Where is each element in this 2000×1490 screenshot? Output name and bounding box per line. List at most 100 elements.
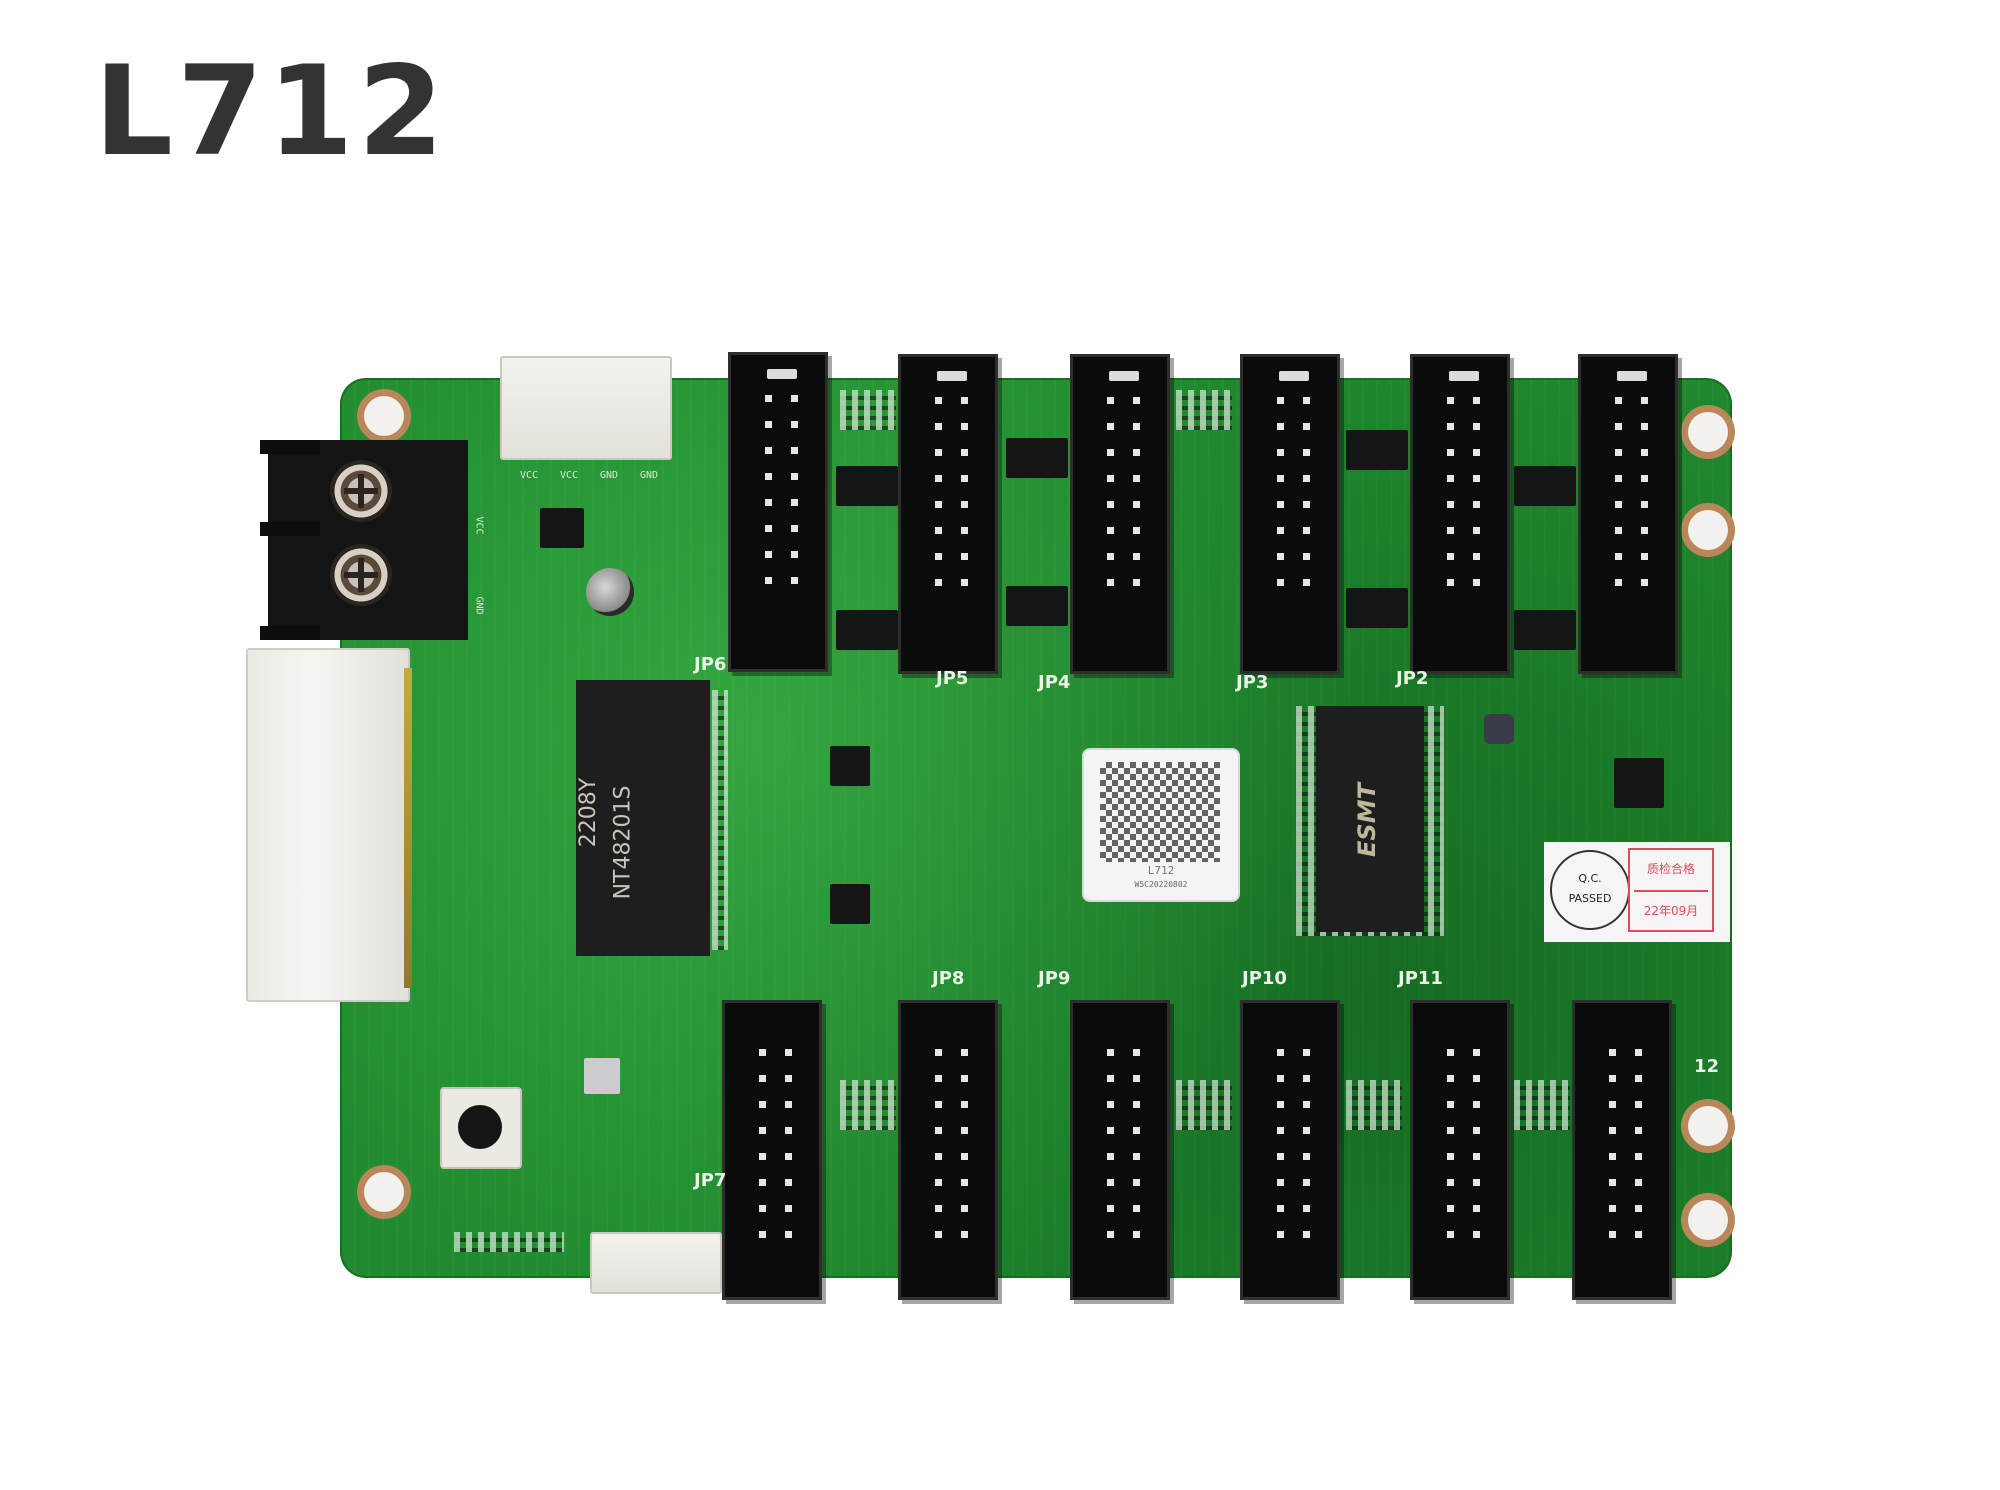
bottom-header-3[interactable] bbox=[1070, 1000, 1170, 1300]
top-header-2[interactable] bbox=[898, 354, 998, 674]
mounting-hole-right-3 bbox=[1688, 1106, 1728, 1146]
header-pin bbox=[1635, 1179, 1642, 1186]
header-pin bbox=[1303, 1101, 1310, 1108]
header-pin bbox=[961, 449, 968, 456]
label-jp10: JP10 bbox=[1242, 968, 1287, 989]
small-ic-right-2 bbox=[1614, 758, 1664, 808]
header-pin bbox=[759, 1231, 766, 1238]
smd-array bbox=[1514, 1080, 1570, 1130]
top-header-4[interactable] bbox=[1240, 354, 1340, 674]
electrolytic-capacitor bbox=[586, 568, 634, 616]
header-pin bbox=[1641, 449, 1648, 456]
header-pin bbox=[1615, 449, 1622, 456]
qr-serial: W5C20220802 bbox=[1134, 880, 1188, 889]
bottom-header-2[interactable] bbox=[898, 1000, 998, 1300]
header-pin bbox=[935, 449, 942, 456]
buffer-ic bbox=[1346, 588, 1408, 628]
top-header-6[interactable] bbox=[1578, 354, 1678, 674]
header-pin bbox=[1277, 579, 1284, 586]
header-pin bbox=[1303, 423, 1310, 430]
header-pin bbox=[1277, 475, 1284, 482]
header-pin bbox=[1447, 423, 1454, 430]
header-pin bbox=[1447, 1153, 1454, 1160]
top-header-1[interactable] bbox=[728, 352, 828, 672]
header-pin bbox=[1303, 501, 1310, 508]
header-pin bbox=[1473, 423, 1480, 430]
header-pin bbox=[1133, 423, 1140, 430]
bottom-header-4[interactable] bbox=[1240, 1000, 1340, 1300]
header-pin bbox=[1107, 1075, 1114, 1082]
header-pin bbox=[765, 551, 772, 558]
header-pin bbox=[935, 1049, 942, 1056]
header-pin bbox=[961, 527, 968, 534]
header-pin bbox=[1303, 1205, 1310, 1212]
chip-pins bbox=[712, 690, 728, 950]
header-pin bbox=[1615, 553, 1622, 560]
header-pin bbox=[1277, 1101, 1284, 1108]
bottom-header-1[interactable] bbox=[722, 1000, 822, 1300]
reset-button[interactable] bbox=[440, 1087, 522, 1169]
header-pin bbox=[785, 1049, 792, 1056]
bottom-header-6[interactable] bbox=[1572, 1000, 1672, 1300]
header-pin bbox=[1303, 579, 1310, 586]
header-pin bbox=[961, 553, 968, 560]
header-pin bbox=[1473, 1127, 1480, 1134]
header-pin bbox=[1107, 1205, 1114, 1212]
header-pin bbox=[1303, 475, 1310, 482]
ethernet-port-contacts bbox=[404, 668, 412, 988]
bottom-header-5[interactable] bbox=[1410, 1000, 1510, 1300]
header-pin bbox=[935, 1075, 942, 1082]
top-header-5[interactable] bbox=[1410, 354, 1510, 674]
label-jp2: JP2 bbox=[1396, 668, 1429, 689]
header-pin bbox=[1277, 397, 1284, 404]
header-pin bbox=[961, 1049, 968, 1056]
header-pin bbox=[1303, 1231, 1310, 1238]
header-pin bbox=[1107, 1049, 1114, 1056]
inductor bbox=[584, 1058, 620, 1094]
header-pin bbox=[1473, 1049, 1480, 1056]
header-pin bbox=[759, 1179, 766, 1186]
header-pin bbox=[785, 1205, 792, 1212]
top-header-3[interactable] bbox=[1070, 354, 1170, 674]
label-jp9: JP9 bbox=[1038, 968, 1071, 989]
header-pin bbox=[765, 499, 772, 506]
label-jp6: JP6 bbox=[694, 654, 727, 675]
buffer-ic bbox=[1346, 430, 1408, 470]
header-pin bbox=[1107, 449, 1114, 456]
ethernet-port[interactable] bbox=[246, 648, 410, 1002]
header-pin bbox=[1107, 579, 1114, 586]
header-pin bbox=[759, 1049, 766, 1056]
header-pin bbox=[961, 397, 968, 404]
header-pin bbox=[1133, 1049, 1140, 1056]
header-pin bbox=[1277, 1153, 1284, 1160]
smd-array bbox=[1176, 1080, 1232, 1130]
header-pin bbox=[1609, 1205, 1616, 1212]
buffer-ic bbox=[1514, 610, 1576, 650]
qr-model: L712 bbox=[1147, 864, 1175, 877]
header-pin bbox=[1447, 1127, 1454, 1134]
header-pin bbox=[961, 1127, 968, 1134]
header-pin bbox=[1447, 1075, 1454, 1082]
header-pin bbox=[1133, 1231, 1140, 1238]
screw-icon bbox=[330, 460, 392, 522]
header-pin bbox=[1133, 449, 1140, 456]
header-pin bbox=[785, 1101, 792, 1108]
header-pin bbox=[961, 579, 968, 586]
header-pin bbox=[1641, 579, 1648, 586]
header-pin bbox=[1447, 1205, 1454, 1212]
bottom-connector bbox=[590, 1232, 722, 1294]
power-terminal-block bbox=[260, 440, 468, 640]
fan-label-2: VCC bbox=[560, 470, 579, 481]
mounting-hole-right-1 bbox=[1688, 412, 1728, 452]
header-pin bbox=[1641, 397, 1648, 404]
header-pin bbox=[1635, 1153, 1642, 1160]
label-jp7: JP7 bbox=[694, 1170, 727, 1191]
header-pin bbox=[1447, 397, 1454, 404]
header-pin bbox=[1641, 527, 1648, 534]
terminal-label-gnd: GND bbox=[473, 596, 485, 615]
header-pin bbox=[1635, 1231, 1642, 1238]
header-pin bbox=[1133, 1179, 1140, 1186]
header-pin bbox=[1133, 1205, 1140, 1212]
network-chip-line2: NT48201S bbox=[610, 785, 636, 900]
header-pin bbox=[1107, 501, 1114, 508]
